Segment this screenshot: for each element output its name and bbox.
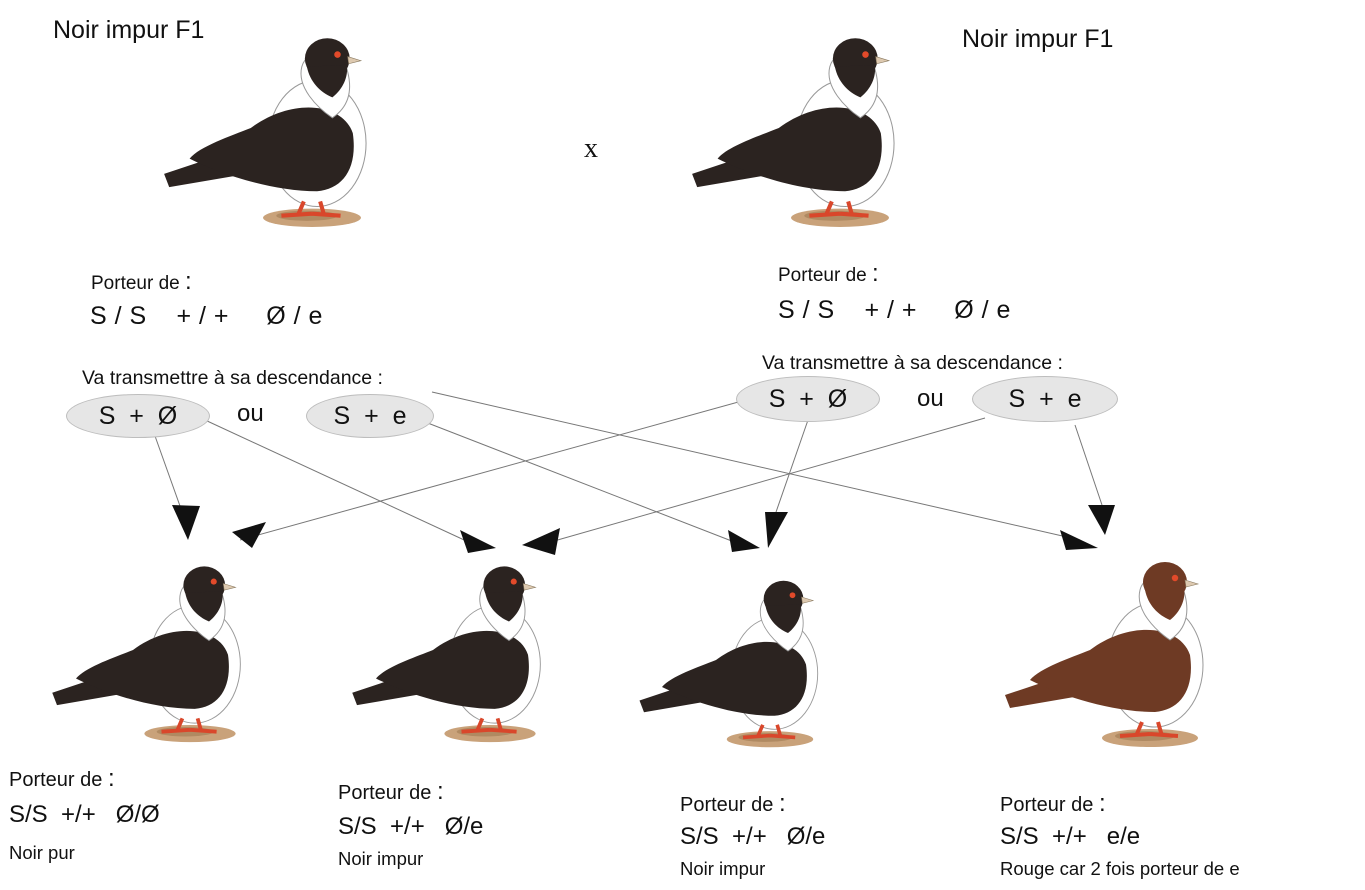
parent-left-title: Noir impur F1 <box>53 16 205 44</box>
offspring-pigeon-1 <box>50 564 243 745</box>
line-left-Se-to-child4 <box>431 391 1081 541</box>
colon: : <box>778 790 786 817</box>
offspring-pigeon-3 <box>637 578 820 750</box>
colon: : <box>872 260 879 287</box>
arrowhead-6 <box>765 512 788 548</box>
child2-genotype: S/S +/+ Ø/e <box>338 813 484 840</box>
child4-genotype: S/S +/+ e/e <box>1000 823 1141 850</box>
child2-phenotype: Noir impur <box>338 848 424 869</box>
colon: : <box>107 765 115 792</box>
line-right-SO-to-child3 <box>774 419 809 516</box>
arrowhead-4 <box>522 528 560 555</box>
porteur-label: Porteur de <box>778 265 867 286</box>
line-left-SO-to-child2 <box>204 419 476 546</box>
offspring-pigeon-2 <box>350 564 543 745</box>
parent-right-genotype: S / S + / + Ø / e <box>778 296 1011 324</box>
porteur-label: Porteur de <box>9 769 103 791</box>
arrowheads <box>172 505 1115 555</box>
child4-phenotype: Rouge car 2 fois porteur de e <box>1000 858 1240 879</box>
line-right-Se-to-child4 <box>1074 424 1103 506</box>
porteur-label: Porteur de <box>680 794 774 816</box>
parent-pigeon-right <box>692 38 894 227</box>
child4-porteur: Porteur de : <box>1000 790 1106 818</box>
arrowhead-2 <box>232 522 266 548</box>
arrowhead-8 <box>1088 505 1115 535</box>
parent-right-transmit: Va transmettre à sa descendance : <box>762 352 1063 374</box>
porteur-label: Porteur de <box>338 782 432 804</box>
child3-phenotype: Noir impur <box>680 858 766 879</box>
child3-porteur: Porteur de : <box>680 790 786 818</box>
child1-phenotype: Noir pur <box>9 842 75 863</box>
parent-left-transmit: Va transmettre à sa descendance : <box>82 367 383 389</box>
arrowhead-5 <box>728 530 760 552</box>
gamete-left-S-plus-O: S + Ø <box>66 394 210 438</box>
child3-genotype: S/S +/+ Ø/e <box>680 823 826 850</box>
child1-porteur: Porteur de : <box>9 765 115 793</box>
colon: : <box>436 778 444 805</box>
porteur-label: Porteur de <box>1000 794 1094 816</box>
arrowhead-1 <box>172 505 200 540</box>
gamete-right-S-plus-O: S + Ø <box>736 376 880 422</box>
parent-pigeon-left <box>164 38 366 227</box>
arrowhead-7 <box>1060 530 1098 550</box>
gamete-left-S-plus-e: S + e <box>306 394 434 438</box>
porteur-label: Porteur de <box>91 273 180 294</box>
or-left: ou <box>237 400 264 427</box>
offspring-pigeon-4 <box>1003 560 1205 749</box>
inheritance-lines <box>154 391 1103 546</box>
or-right: ou <box>917 385 944 412</box>
line-right-Se-to-child2 <box>539 417 986 546</box>
child1-genotype: S/S +/+ Ø/Ø <box>9 801 160 828</box>
line-left-Se-to-child3 <box>419 419 743 546</box>
colon: : <box>185 268 192 295</box>
parent-right-porteur: Porteur de : <box>778 260 879 288</box>
parent-left-porteur: Porteur de : <box>91 268 192 296</box>
colon: : <box>1098 790 1106 817</box>
parent-left-genotype: S / S + / + Ø / e <box>90 302 323 330</box>
gamete-right-S-plus-e: S + e <box>972 376 1118 422</box>
parent-right-title: Noir impur F1 <box>962 25 1114 53</box>
child2-porteur: Porteur de : <box>338 778 444 806</box>
cross-symbol: x <box>584 133 598 164</box>
arrowhead-3 <box>460 530 496 553</box>
line-right-SO-to-child1 <box>239 395 761 541</box>
